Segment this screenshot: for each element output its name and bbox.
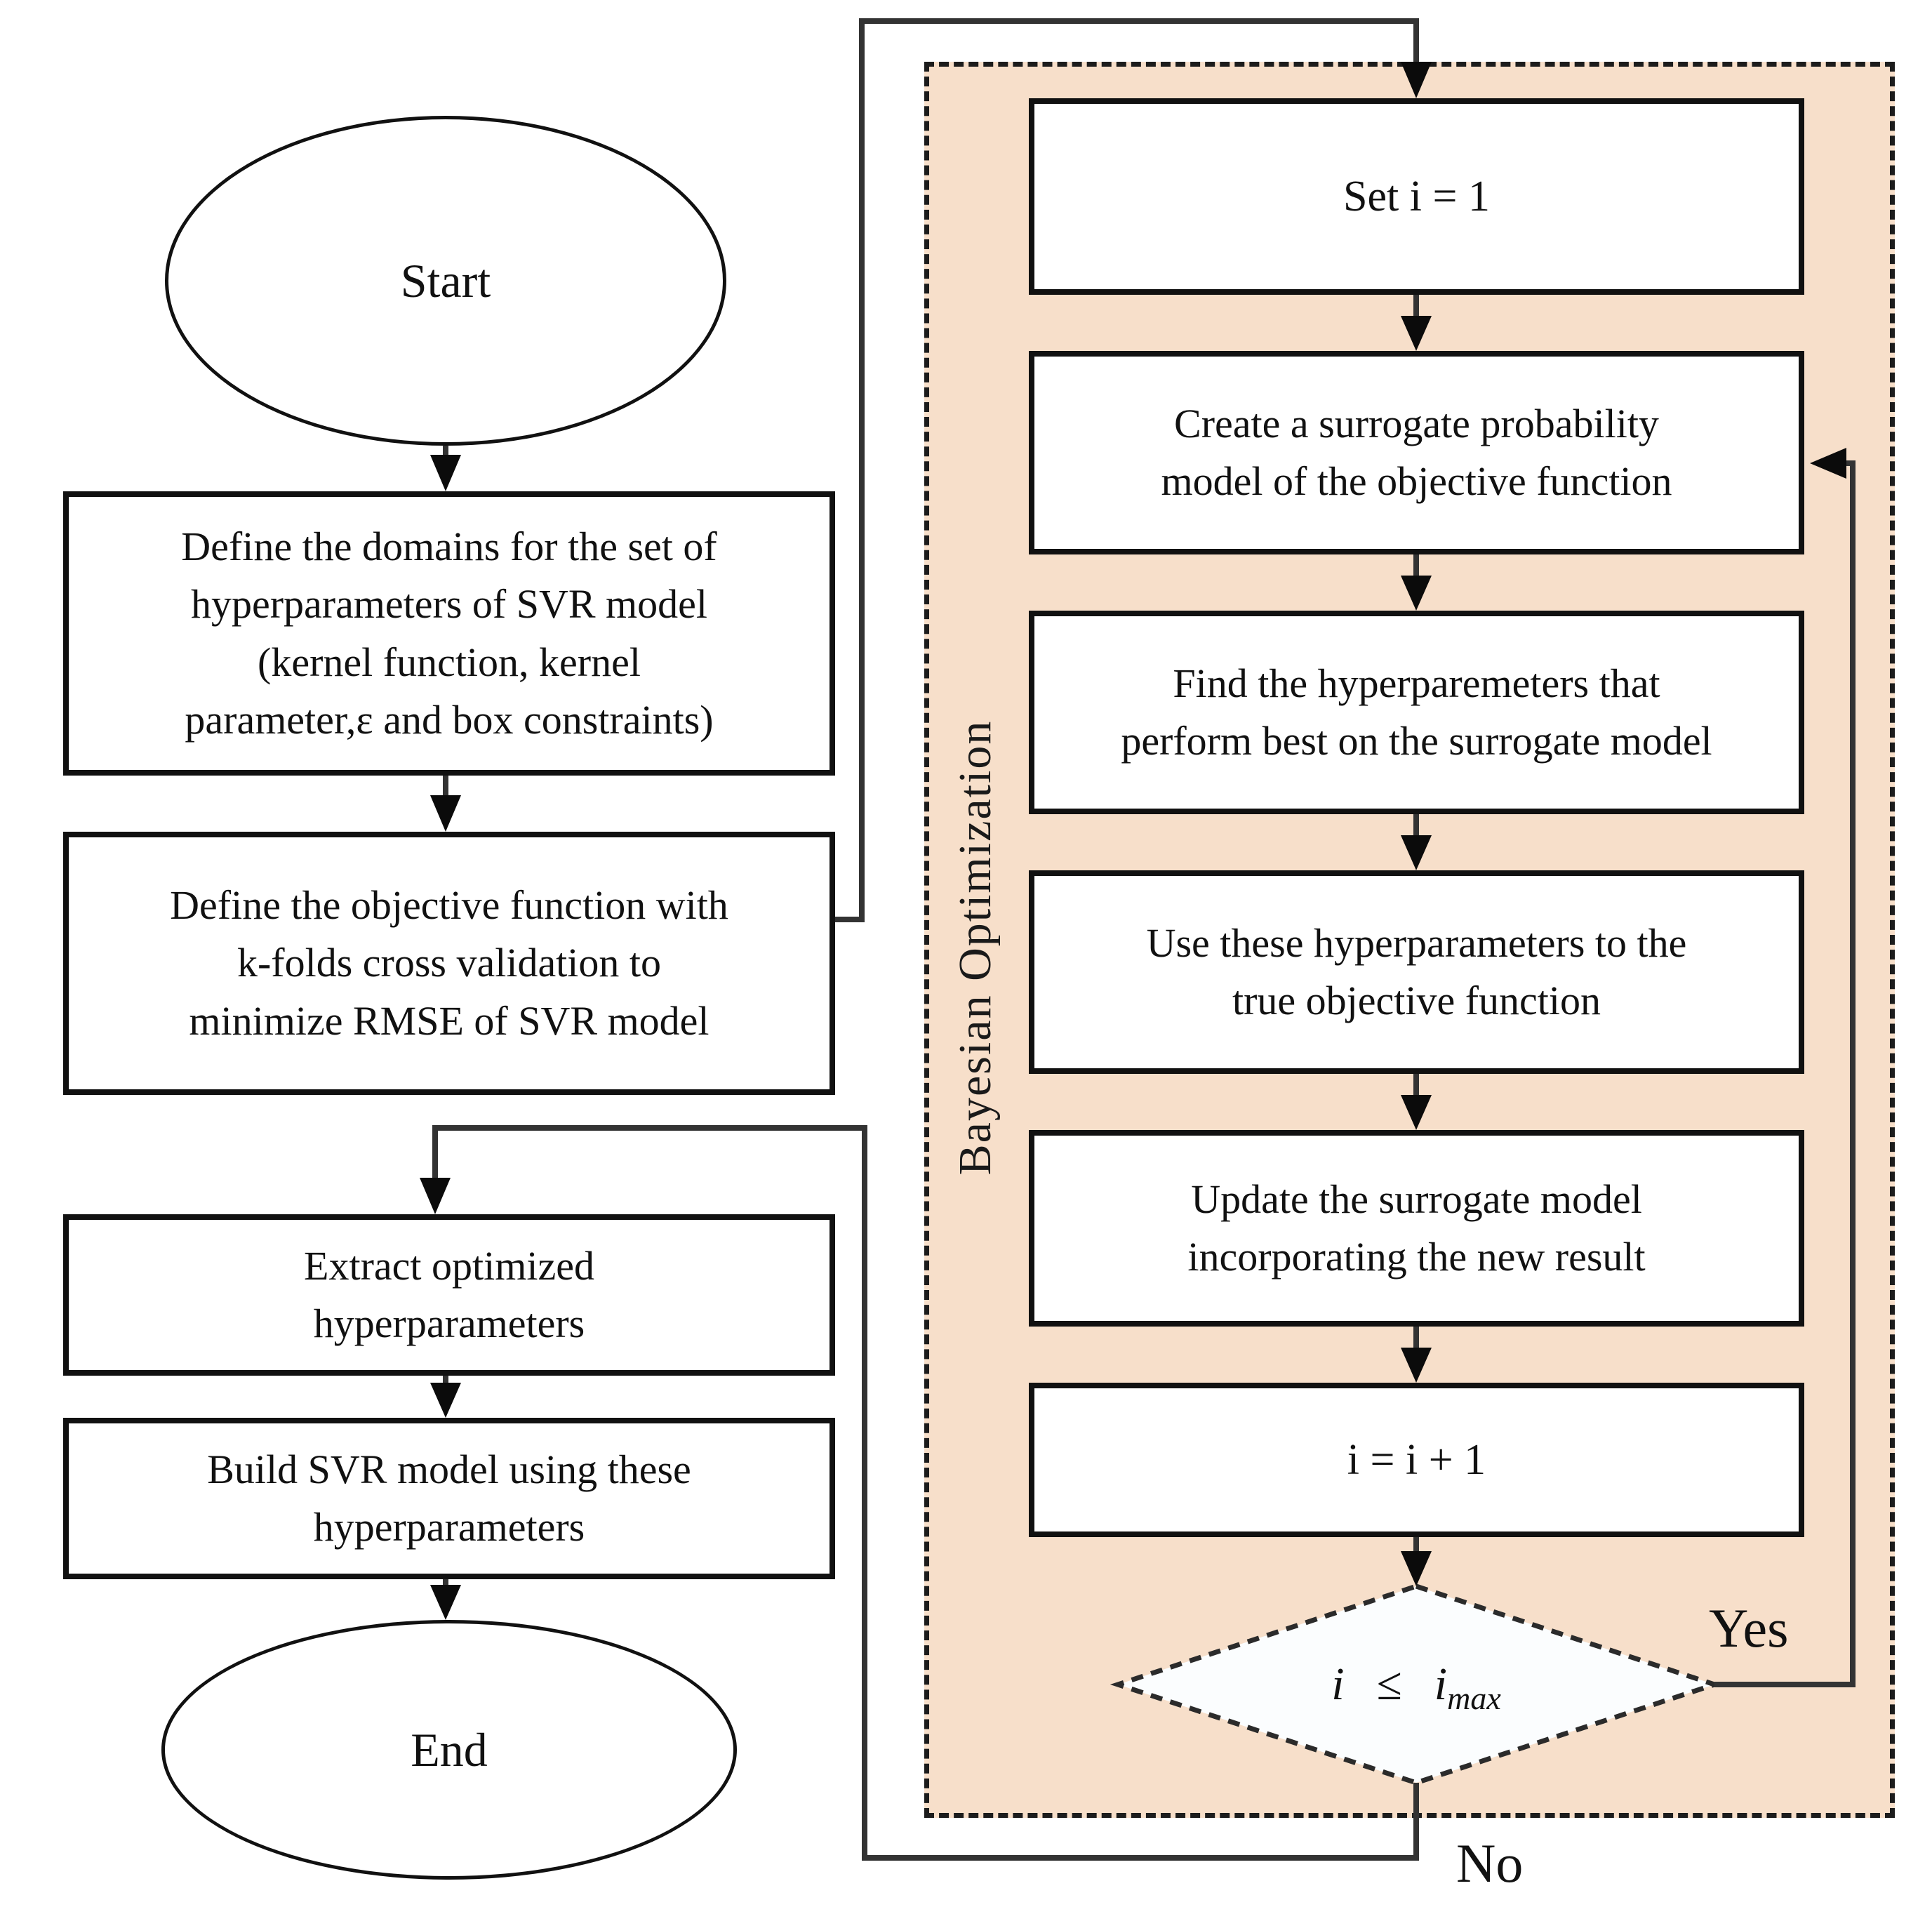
arrow-start-to-define-domains bbox=[430, 446, 461, 491]
create-surrogate-box: Create a surrogate probability model of … bbox=[1029, 351, 1804, 554]
yes-connector bbox=[1714, 448, 1856, 1687]
decision-var-imax: imax bbox=[1434, 1659, 1501, 1717]
use-hyperparameters-box: Use these hyperparameters to the true ob… bbox=[1029, 870, 1804, 1074]
end-label: End bbox=[411, 1722, 488, 1776]
define-objective-box: Define the objective function with k-fol… bbox=[63, 832, 835, 1095]
update-surrogate-box: Update the surrogate model incorporating… bbox=[1029, 1130, 1804, 1327]
build-svr-text: Build SVR model using these hyperparamet… bbox=[207, 1446, 691, 1550]
find-hyperparameters-text: Find the hyperparemeters that perform be… bbox=[1121, 660, 1712, 764]
arrow-increment-to-decision bbox=[1401, 1537, 1432, 1586]
arrow-update-to-increment bbox=[1401, 1327, 1432, 1383]
arrowhead-down-icon bbox=[1401, 316, 1432, 351]
arrow-find-to-use bbox=[1401, 814, 1432, 870]
define-domains-box: Define the domains for the set of hyperp… bbox=[63, 491, 835, 776]
arrow-set-i-to-create-surrogate bbox=[1401, 295, 1432, 351]
arrowhead-down-icon bbox=[1401, 1551, 1432, 1586]
decision-operator: ≤ bbox=[1376, 1659, 1402, 1710]
increment-i-text: i = i + 1 bbox=[1347, 1435, 1486, 1484]
bayesian-optimization-label: Bayesian Optimization bbox=[950, 719, 1001, 1176]
arrowhead-down-icon bbox=[1401, 1095, 1432, 1130]
arrowhead-down-icon bbox=[1401, 62, 1432, 98]
use-hyperparameters-text: Use these hyperparameters to the true ob… bbox=[1146, 919, 1687, 1023]
extract-hyperparameters-text: Extract optimized hyperparameters bbox=[304, 1242, 594, 1346]
create-surrogate-text: Create a surrogate probability model of … bbox=[1161, 400, 1672, 504]
end-ellipse: End bbox=[161, 1620, 737, 1880]
arrow-create-surrogate-to-find bbox=[1401, 554, 1432, 611]
arrow-extract-to-build bbox=[430, 1376, 461, 1418]
arrowhead-down-icon bbox=[430, 455, 461, 491]
increment-i-box: i = i + 1 bbox=[1029, 1383, 1804, 1537]
define-domains-text: Define the domains for the set of hyperp… bbox=[181, 523, 717, 743]
arrowhead-down-icon bbox=[430, 795, 461, 832]
define-objective-text: Define the objective function with k-fol… bbox=[170, 882, 728, 1044]
extract-hyperparameters-box: Extract optimized hyperparameters bbox=[63, 1214, 835, 1376]
no-connector bbox=[420, 1125, 1419, 1861]
set-i-box: Set i = 1 bbox=[1029, 98, 1804, 295]
yes-label: Yes bbox=[1709, 1597, 1789, 1659]
no-label: No bbox=[1456, 1833, 1524, 1894]
arrowhead-down-icon bbox=[1401, 1348, 1432, 1383]
update-surrogate-text: Update the surrogate model incorporating… bbox=[1187, 1176, 1646, 1280]
find-hyperparameters-box: Find the hyperparemeters that perform be… bbox=[1029, 611, 1804, 814]
arrow-define-domains-to-define-objective bbox=[430, 776, 461, 832]
decision-var-i: i bbox=[1331, 1659, 1345, 1710]
decision-diamond bbox=[1110, 1583, 1723, 1786]
set-i-text: Set i = 1 bbox=[1343, 172, 1490, 220]
arrowhead-down-icon bbox=[430, 1585, 461, 1620]
arrowhead-down-icon bbox=[1401, 576, 1432, 611]
decision-condition: i ≤ imax bbox=[1206, 1635, 1627, 1734]
arrowhead-down-icon bbox=[430, 1383, 461, 1418]
arrowhead-down-icon bbox=[1401, 835, 1432, 870]
start-ellipse: Start bbox=[165, 116, 726, 446]
connector-define-objective-to-set-i bbox=[834, 18, 1432, 922]
arrowhead-left-icon bbox=[1810, 448, 1846, 479]
arrow-use-to-update bbox=[1401, 1074, 1432, 1130]
build-svr-box: Build SVR model using these hyperparamet… bbox=[63, 1418, 835, 1579]
arrowhead-down-icon bbox=[420, 1178, 451, 1214]
start-label: Start bbox=[400, 253, 491, 307]
arrow-build-to-end bbox=[430, 1579, 461, 1620]
